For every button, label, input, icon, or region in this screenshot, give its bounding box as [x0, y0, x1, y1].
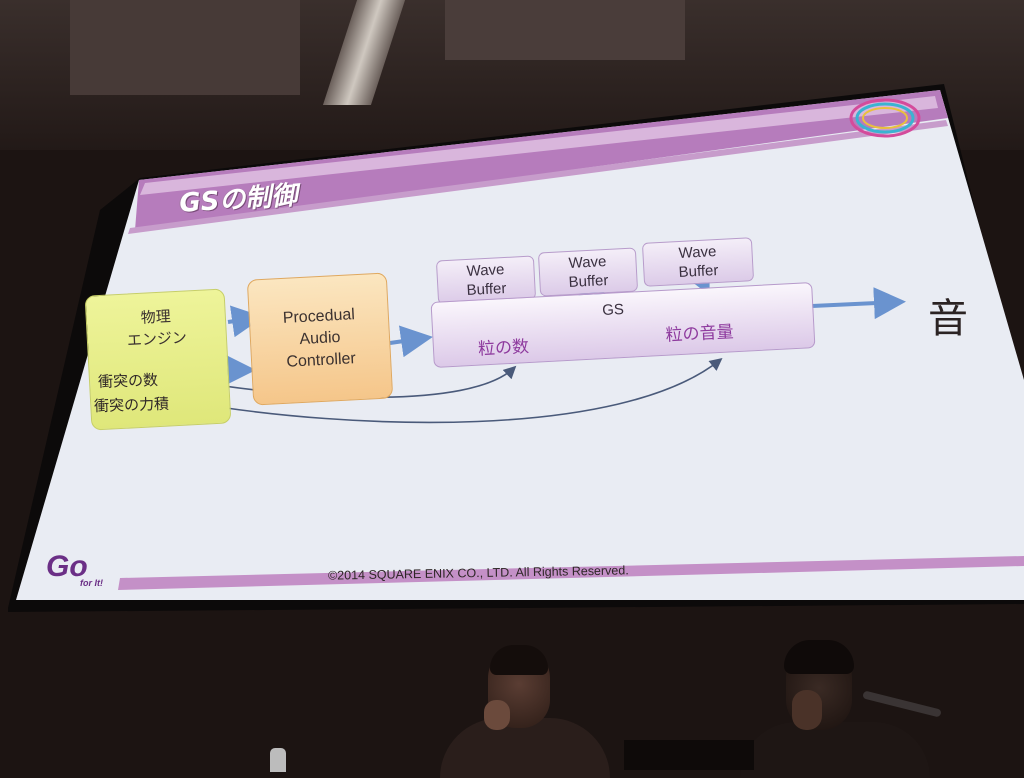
collision-impulse-label: 衝突の力積 [93, 394, 170, 416]
controller-box-line: Controller [286, 350, 357, 371]
audio-controller-box: Procedual Audio Controller [246, 272, 394, 406]
controller-box-line: Procedual [282, 306, 356, 327]
physics-box-line: エンジン [126, 329, 188, 350]
laptop [624, 740, 754, 770]
collision-count-label: 衝突の数 [97, 370, 159, 392]
sound-output-label: 音 [928, 296, 968, 342]
wave-buffer-box: Wave Buffer [641, 237, 755, 287]
wave-buffer-line: Buffer [568, 271, 609, 292]
physics-box-line: 物理 [140, 308, 172, 327]
arrow-controller-to-gs [389, 325, 433, 358]
go-for-it-logo: Go [46, 550, 88, 583]
ceiling-panel [445, 0, 685, 60]
wave-buffer-line: Wave [568, 253, 607, 272]
wave-buffer-line: Buffer [466, 279, 507, 300]
grain-volume-label: 粒の音量 [665, 322, 735, 345]
water-bottle [270, 748, 286, 772]
grain-count-label: 粒の数 [477, 336, 530, 359]
presenter-hand [792, 690, 822, 730]
wave-buffer-box: Wave Buffer [537, 247, 639, 297]
wave-buffer-line: Wave [466, 261, 505, 280]
presenter-body [740, 722, 930, 778]
gs-label: GS [601, 300, 625, 320]
presenter-hair [490, 645, 548, 675]
go-for-it-logo-sub: for It! [80, 578, 103, 588]
wave-buffer-line: Buffer [678, 261, 719, 282]
curve-collision-impulse [187, 358, 723, 424]
presenter-hair [784, 640, 854, 674]
ceiling-panel [70, 0, 300, 95]
wave-buffer-line: Wave [678, 243, 717, 262]
controller-box-line: Audio [299, 328, 341, 349]
arrow-gs-to-sound [811, 287, 906, 320]
presenter-hand [484, 700, 510, 730]
